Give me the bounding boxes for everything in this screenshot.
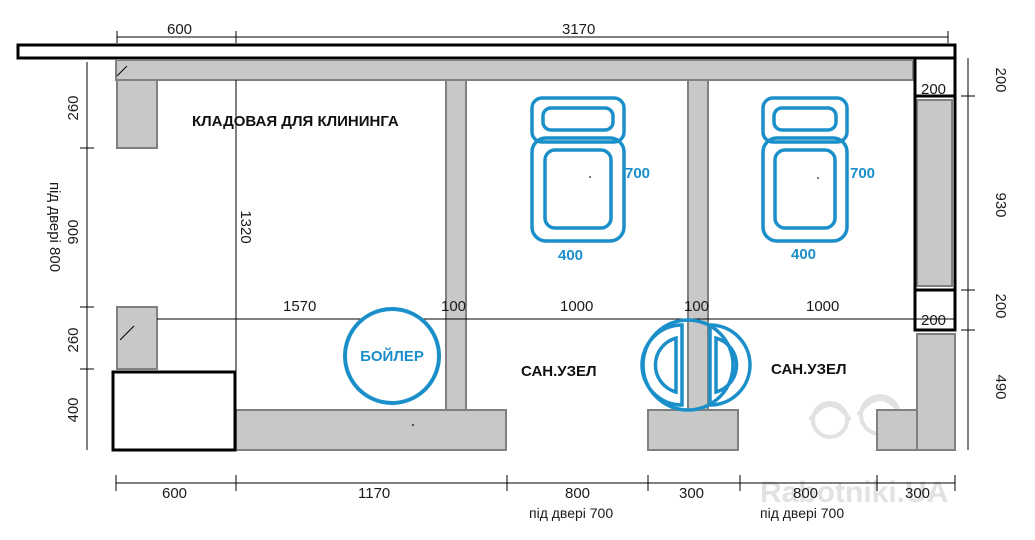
toilet-icon: [530, 96, 626, 243]
top-board: [16, 43, 957, 60]
toilet-icon-2: [761, 96, 849, 243]
right-wall-segment: [916, 99, 953, 287]
bottom-dim-800-b: 800: [793, 485, 818, 502]
inner-dim-1570: 1570: [283, 298, 316, 315]
toilet-1-width: 400: [558, 247, 583, 264]
mid-right-box: [913, 288, 957, 332]
right-dim-490: 490: [992, 374, 1009, 399]
inner-dim-100-a: 100: [441, 298, 466, 315]
inner-dim-1000-a: 1000: [560, 298, 593, 315]
partition-1: [445, 79, 467, 411]
bottom-dim-300-a: 300: [679, 485, 704, 502]
boiler-label: БОЙЛЕР: [360, 347, 424, 365]
bottom-dim-300-b: 300: [905, 485, 930, 502]
right-wall-lower: [916, 333, 956, 451]
corner-ticks: [116, 65, 135, 341]
boiler-icon: [343, 307, 441, 405]
room-label-bath-1: САН.УЗЕЛ: [521, 363, 597, 380]
toilet-1-depth: 700: [625, 165, 650, 182]
dimension-lines: [80, 31, 975, 491]
bottom-left-box: [111, 370, 237, 452]
right-dim-930: 930: [992, 192, 1009, 217]
watermark-text: Rabotniki.UA: [760, 476, 948, 509]
left-dim-260-bottom: 260: [65, 327, 82, 352]
left-wall-upper: [116, 79, 158, 149]
left-dim-900: 900: [65, 219, 82, 244]
bottom-dim-800-a: 800: [565, 485, 590, 502]
bottom-dim-600: 600: [162, 485, 187, 502]
walls: [115, 59, 956, 451]
top-dim-600: 600: [167, 21, 192, 38]
room-label-storage: КЛАДОВАЯ ДЛЯ КЛИНИНГА: [192, 113, 399, 130]
bottom-wall-2: [647, 409, 739, 451]
box-label-200-top: 200: [921, 81, 946, 98]
bottom-dim-1170: 1170: [358, 485, 390, 502]
left-door-label: під двері 800: [46, 182, 63, 272]
top-wall: [115, 59, 914, 81]
washbasin-icon: [640, 318, 752, 412]
inner-dim-100-b: 100: [684, 298, 709, 315]
inner-dim-1320: 1320: [237, 210, 254, 243]
left-wall-lower: [116, 306, 158, 370]
door-note-b: під двері 700: [760, 505, 844, 521]
speckles: [411, 176, 819, 427]
door-note-a: під двері 700: [529, 505, 613, 521]
toilet-2-depth: 700: [850, 165, 875, 182]
left-dim-260-top: 260: [65, 95, 82, 120]
top-dim-3170: 3170: [562, 21, 595, 38]
room-label-bath-2: САН.УЗЕЛ: [771, 361, 847, 378]
bottom-wall-3: [876, 409, 918, 451]
right-dim-200-top: 200: [992, 67, 1009, 92]
outline-boxes: [111, 56, 957, 452]
left-dim-400: 400: [65, 397, 82, 422]
toilet-2-width: 400: [791, 246, 816, 263]
inner-dim-1000-b: 1000: [806, 298, 839, 315]
bottom-wall-1: [235, 409, 507, 451]
right-dim-200-mid: 200: [992, 293, 1009, 318]
partition-2: [687, 79, 709, 411]
box-label-200-mid: 200: [921, 312, 946, 329]
